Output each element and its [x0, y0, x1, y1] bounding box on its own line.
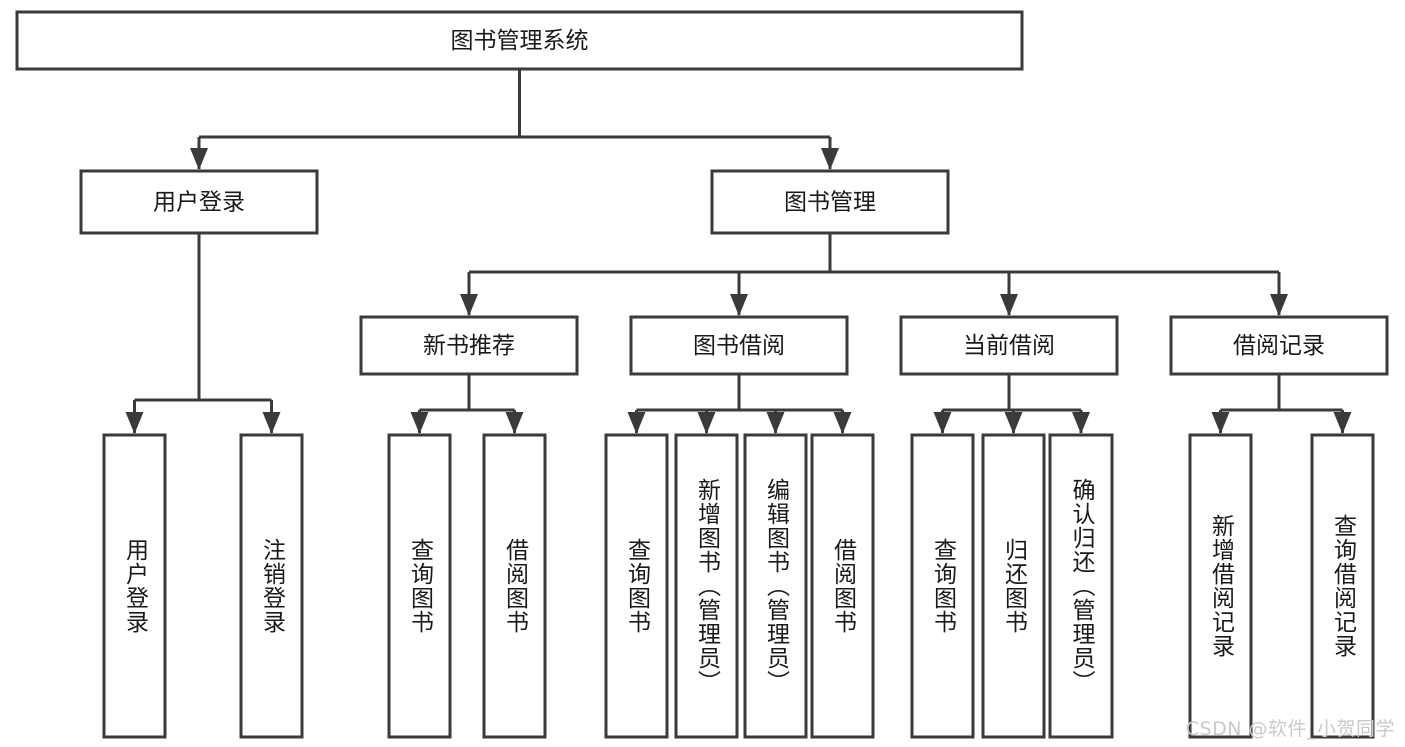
node-box-leaf-borrow-book-nbr[interactable] [482, 433, 547, 739]
node-box-leaf-return-book[interactable] [981, 433, 1046, 739]
node-label-current-borrow: 当前借阅 [963, 333, 1055, 359]
node-box-leaf-user-login[interactable] [102, 433, 167, 739]
connector-lines [125, 69, 1352, 434]
arrow-head-to-leaf-edit-book-admin [766, 412, 785, 434]
node-label-book-management: 图书管理 [784, 190, 876, 216]
node-boxes [15, 10, 1389, 739]
arrow-head-to-leaf-user-login [125, 412, 144, 434]
arrow-head-to-book-borrow [730, 294, 748, 316]
node-box-root[interactable] [15, 10, 1024, 71]
node-label-book-borrow: 图书借阅 [693, 333, 785, 359]
node-label-new-book-recommend: 新书推荐 [423, 333, 515, 359]
arrow-head-to-leaf-query-record [1333, 412, 1352, 434]
node-box-leaf-query-book-bb[interactable] [604, 433, 669, 739]
node-box-user-login[interactable] [79, 169, 319, 235]
node-box-leaf-add-record[interactable] [1188, 433, 1253, 739]
watermark-text: CSDN @软件_小贺同学 [1185, 718, 1395, 740]
arrow-head-to-current-borrow [1000, 294, 1018, 316]
node-box-current-borrow[interactable] [899, 315, 1119, 376]
arrow-head-to-new-book-recommend [460, 294, 478, 316]
arrow-head-to-leaf-confirm-return-admin [1072, 412, 1090, 434]
node-box-leaf-query-book-cb[interactable] [910, 433, 975, 739]
node-box-borrow-record[interactable] [1169, 315, 1389, 376]
arrow-head-to-leaf-add-record [1211, 412, 1230, 434]
node-label-borrow-record: 借阅记录 [1233, 333, 1325, 359]
arrow-head-to-borrow-record [1270, 294, 1288, 316]
arrow-head-to-user-login [190, 148, 208, 170]
node-label-root: 图书管理系统 [451, 28, 589, 54]
arrow-head-to-leaf-user-logout [262, 412, 281, 434]
node-box-leaf-add-book-admin[interactable] [674, 433, 739, 739]
arrow-head-to-leaf-query-book-cb [933, 412, 952, 434]
node-box-leaf-edit-book-admin[interactable] [743, 433, 808, 739]
node-box-leaf-confirm-return-admin[interactable] [1048, 433, 1114, 739]
arrow-head-to-leaf-borrow-book-bb [833, 412, 852, 434]
arrow-head-to-leaf-add-book-admin [697, 412, 716, 434]
arrow-head-to-leaf-return-book [1004, 412, 1023, 434]
arrow-head-to-leaf-borrow-book-nbr [505, 412, 524, 434]
node-box-leaf-query-book-nbr[interactable] [387, 433, 452, 739]
node-box-leaf-user-logout[interactable] [239, 433, 304, 739]
node-box-book-management[interactable] [710, 169, 950, 235]
node-label-user-login: 用户登录 [153, 190, 245, 216]
node-box-leaf-borrow-book-bb[interactable] [810, 433, 875, 739]
arrow-head-to-leaf-query-book-nbr [410, 412, 429, 434]
arrow-head-to-book-management [821, 148, 839, 170]
node-box-book-borrow[interactable] [629, 315, 849, 376]
arrow-head-to-leaf-query-book-bb [627, 412, 646, 434]
node-box-leaf-query-record[interactable] [1310, 433, 1375, 739]
node-box-new-book-recommend[interactable] [359, 315, 579, 376]
